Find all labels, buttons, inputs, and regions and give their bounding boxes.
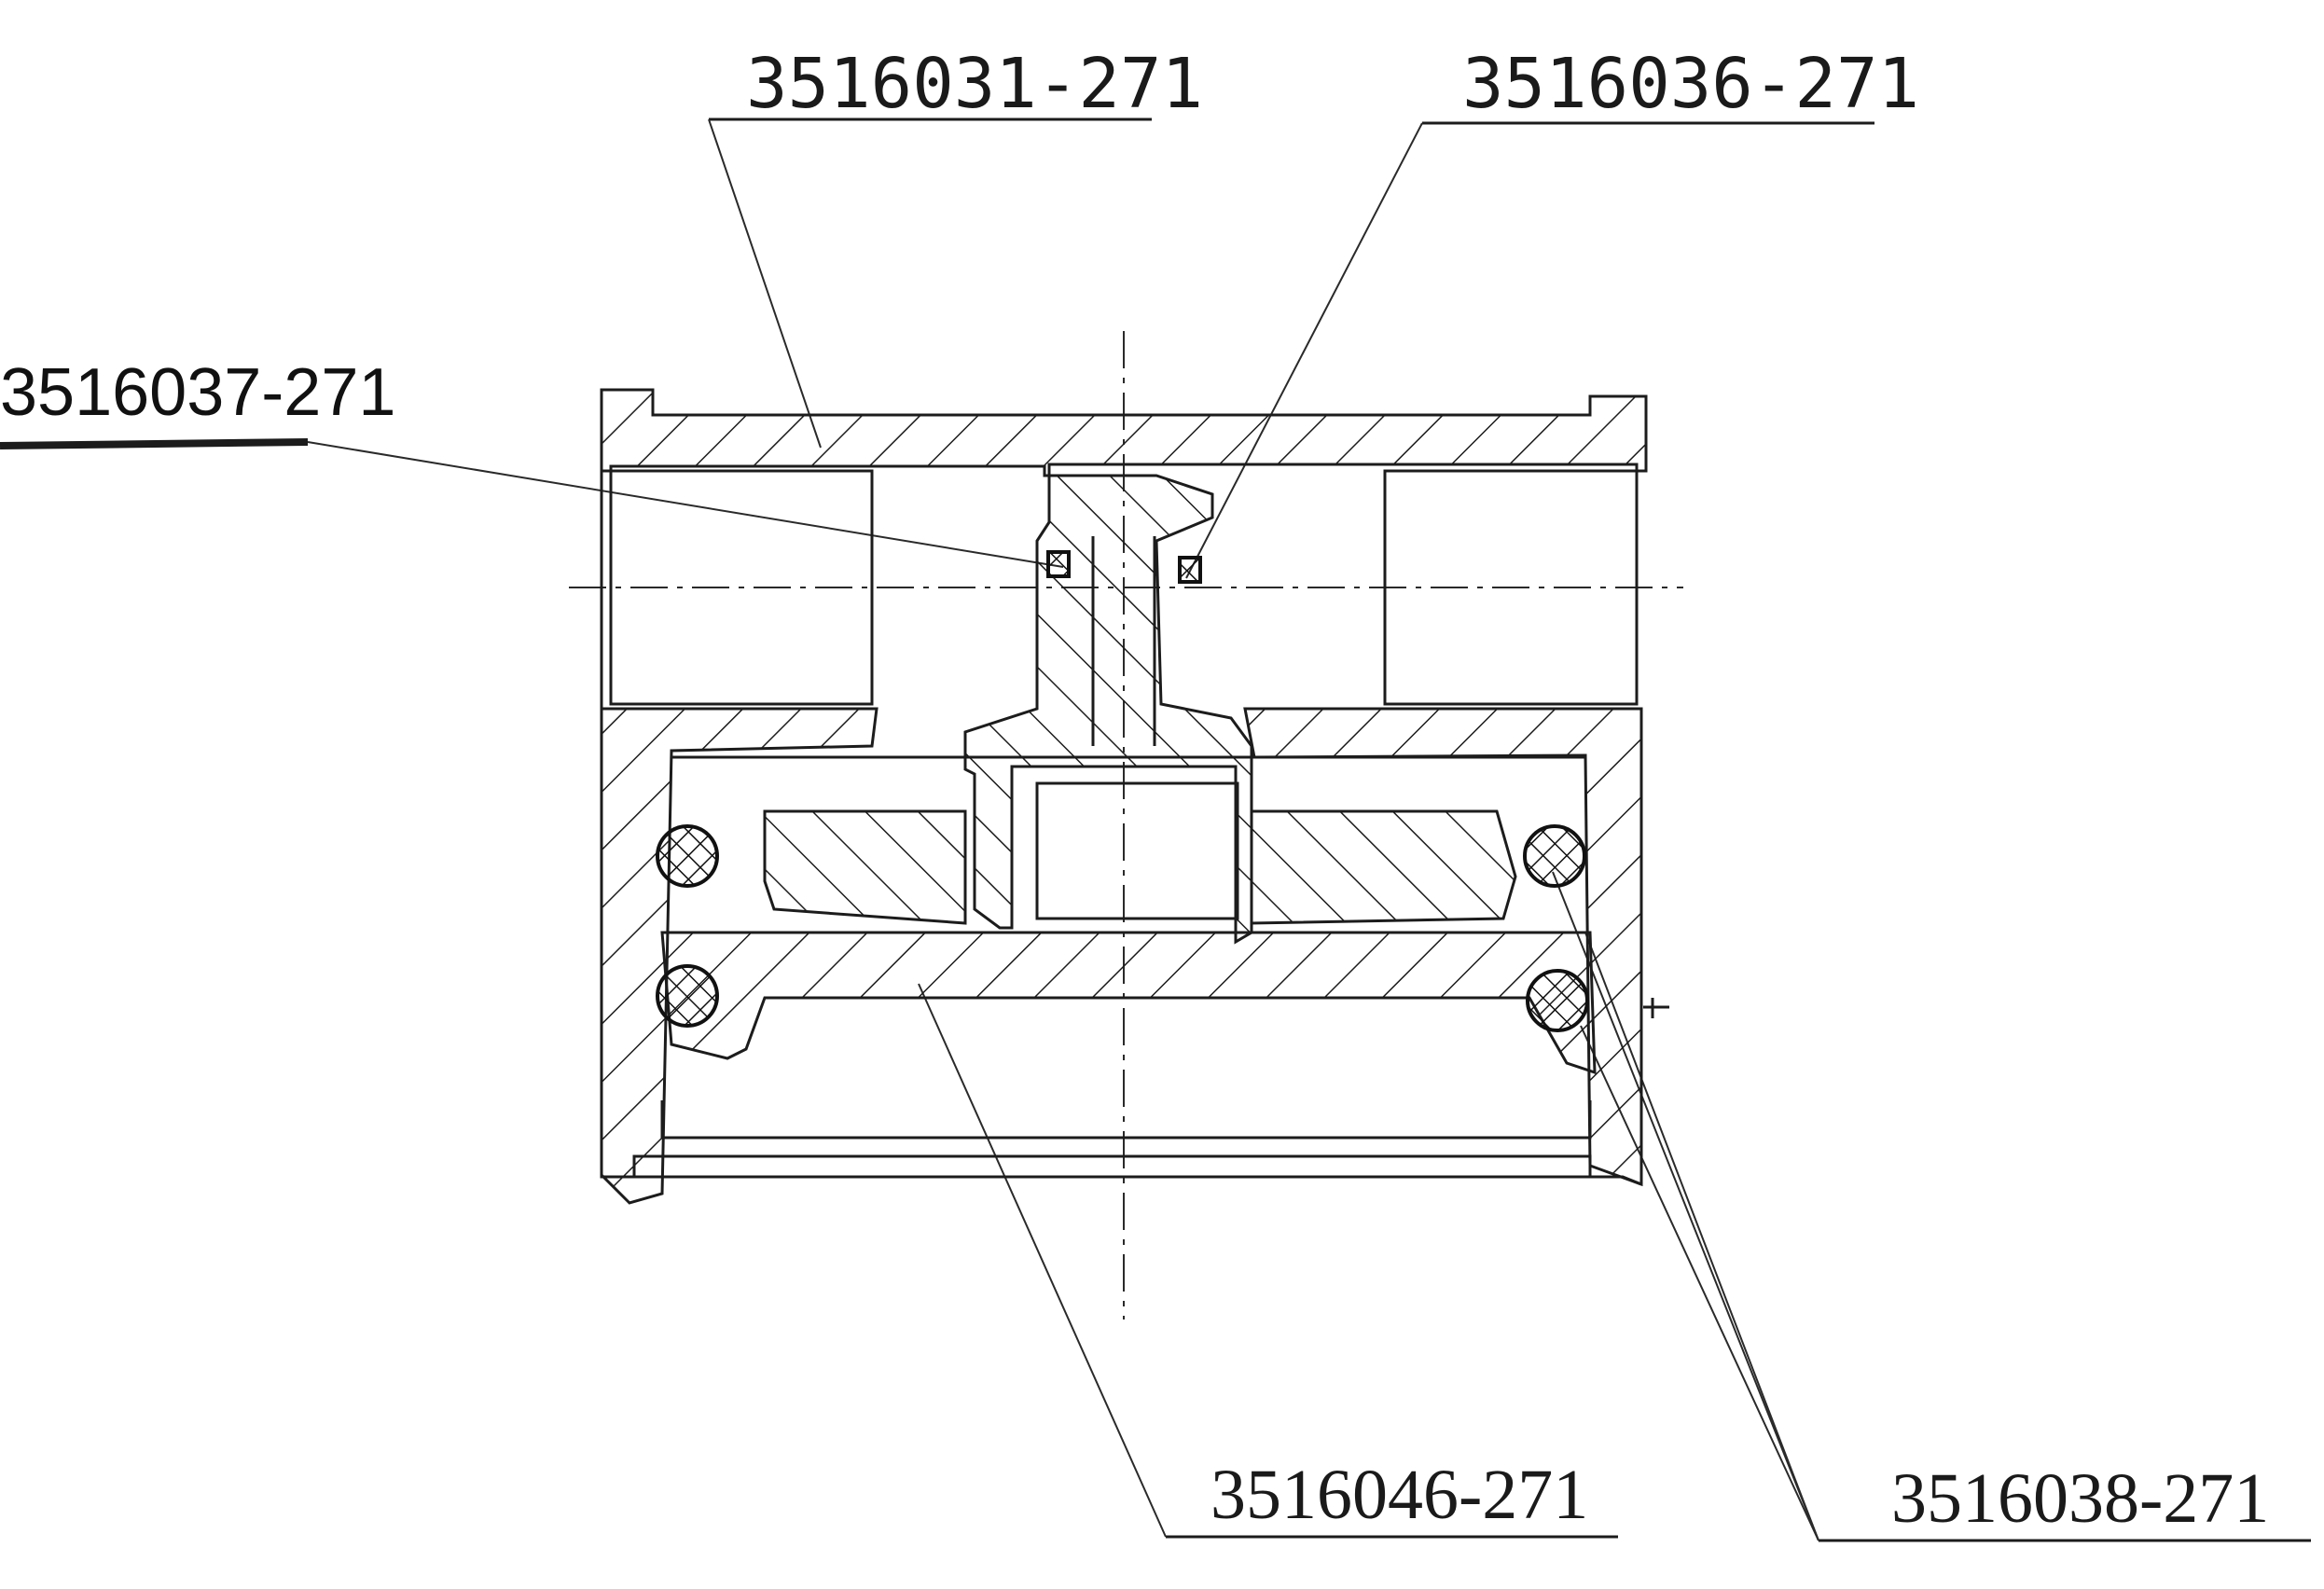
seal-lower-right <box>1526 969 1589 1032</box>
housing-body <box>600 388 1648 1205</box>
seal-stem-right <box>1178 556 1202 584</box>
callout-label-3516038: 3516038-271 <box>1891 1459 2269 1538</box>
seal-stem-left <box>1046 550 1071 578</box>
seal-upper-right <box>1523 824 1586 888</box>
leader-underlines <box>0 117 2311 1542</box>
callout-label-3516031: 3516031-271 <box>746 44 1203 124</box>
callout-label-3516046: 3516046-271 <box>1210 1456 1588 1534</box>
callout-label-3516036: 3516036-271 <box>1462 44 1919 124</box>
o-ring-seals <box>656 550 1589 1032</box>
housing-outline <box>600 390 1669 1186</box>
callout-label-3516037: 3516037-271 <box>0 355 395 430</box>
seal-lower-left <box>656 964 719 1028</box>
seal-upper-left <box>656 824 719 888</box>
